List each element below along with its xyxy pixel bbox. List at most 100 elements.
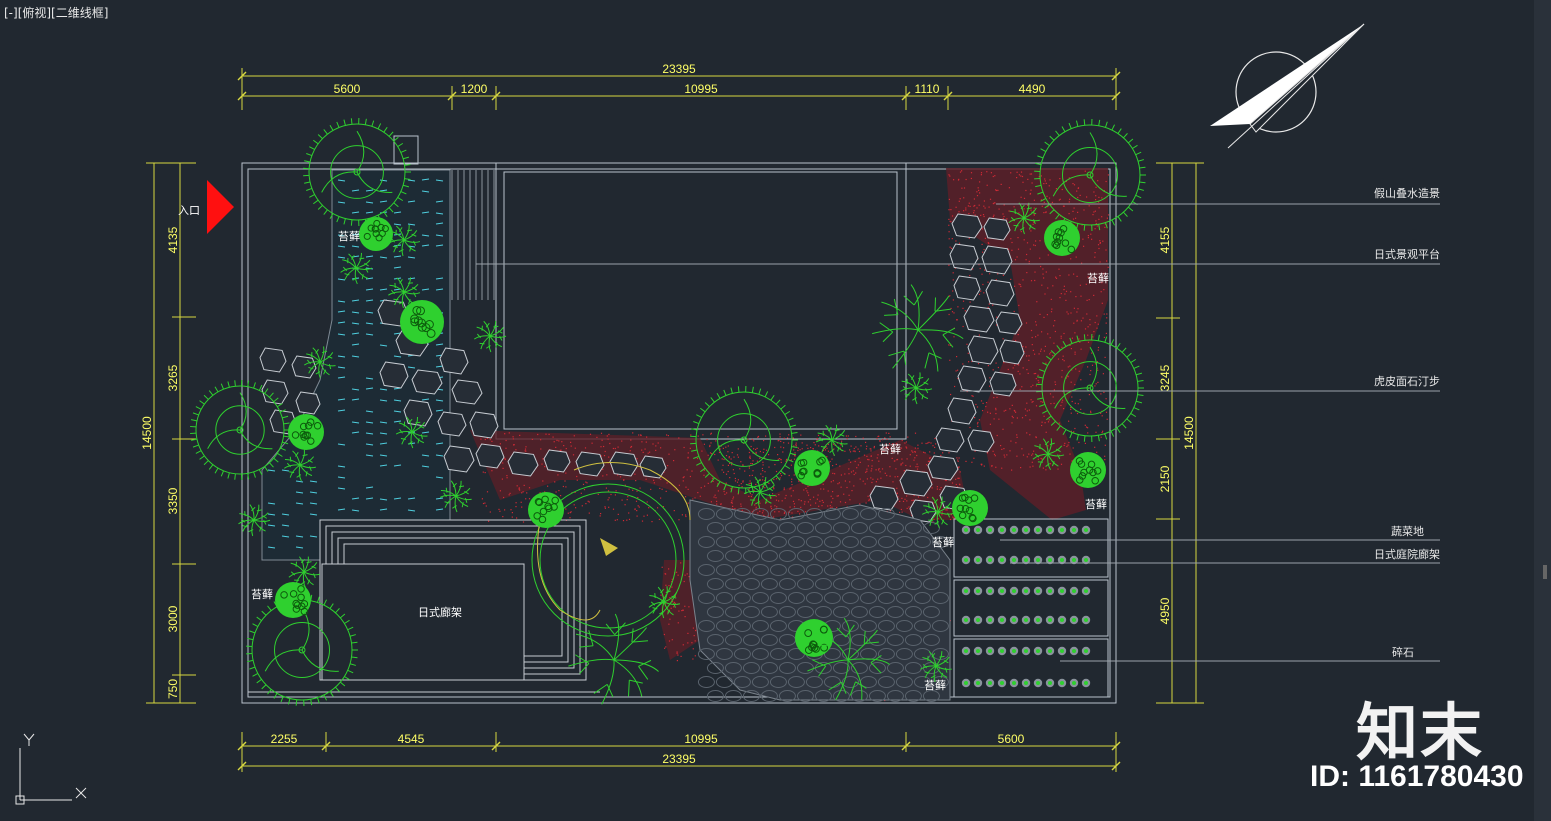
stepping-stone: [639, 455, 667, 479]
stepping-stone: [439, 347, 469, 375]
stepping-stone: [967, 429, 995, 453]
vegetable-plant: [997, 646, 1007, 656]
spiky-tree: [1036, 334, 1144, 442]
vegetable-plant: [997, 615, 1007, 625]
round-terrace: [531, 462, 691, 637]
vegetable-plant: [1033, 615, 1043, 625]
vegetable-plant: [1081, 525, 1091, 535]
stepping-stone: [927, 455, 959, 481]
vegetable-plant: [1069, 646, 1079, 656]
dim-right-segment: 4950: [1158, 597, 1172, 624]
vegetable-plant: [1009, 678, 1019, 688]
moss-label: 苔藓: [924, 678, 946, 692]
palm-plant: [1032, 438, 1065, 471]
vegetable-plant: [973, 615, 983, 625]
vegetable-plant: [1021, 525, 1031, 535]
stepping-stone: [379, 361, 409, 389]
vegetable-plant: [961, 615, 971, 625]
vegetable-plant: [961, 525, 971, 535]
vegetable-plant: [985, 615, 995, 625]
trees: [190, 118, 1146, 706]
dim-left-total: 14500: [140, 416, 154, 450]
vegetable-plant: [1009, 586, 1019, 596]
dim-right-segment: 2150: [1158, 465, 1172, 492]
vegetable-plant: [973, 678, 983, 688]
north-arrow-icon: [1210, 23, 1365, 149]
stepping-stone: [869, 485, 899, 511]
round-shrub: [400, 300, 444, 344]
dim-left-segment: 3265: [166, 364, 180, 391]
vegetable-plant: [1009, 646, 1019, 656]
vegetable-plant: [1081, 555, 1091, 565]
stepping-stone: [543, 449, 571, 473]
vegetable-plant: [1069, 586, 1079, 596]
callout-label: 日式景观平台: [1374, 247, 1440, 261]
vegetable-plant: [985, 586, 995, 596]
vegetable-plant: [1009, 555, 1019, 565]
stepping-stone: [899, 469, 933, 497]
vegetable-plant: [1069, 678, 1079, 688]
palm-plant: [284, 449, 316, 482]
ucs-axis-icon: [15, 733, 87, 805]
vegetable-plant: [973, 555, 983, 565]
stepping-stone: [951, 213, 983, 239]
vegetable-plant: [997, 525, 1007, 535]
branch-tree: [568, 613, 659, 705]
stepping-stone: [909, 499, 937, 523]
cobble-yard: [689, 499, 951, 702]
stepping-stone: [947, 397, 977, 425]
stepping-stone: [475, 443, 505, 469]
round-shrub: [275, 582, 311, 618]
vegetable-plant: [1069, 615, 1079, 625]
callout-label: 蔬菜地: [1391, 525, 1424, 538]
palm-plant: [439, 480, 472, 513]
stepping-stone: [981, 245, 1013, 275]
vegetable-plant: [961, 586, 971, 596]
vegetable-plant: [973, 525, 983, 535]
vegetable-plant: [1045, 555, 1055, 565]
veg-plants: [961, 525, 1091, 688]
vegetable-plant: [985, 646, 995, 656]
dimension-ticks: [237, 71, 1121, 771]
palm-plant: [743, 476, 776, 509]
vegetable-plant: [1009, 525, 1019, 535]
palm-plant: [815, 424, 848, 457]
moss-label: 苔藓: [932, 535, 954, 549]
moss-label: 苔藓: [879, 442, 901, 456]
round-shrub: [288, 414, 324, 450]
scrollbar-marker[interactable]: [1543, 565, 1547, 579]
stepping-stone: [949, 243, 979, 271]
stepping-stone: [957, 365, 987, 393]
dim-top-segment: 5600: [334, 82, 361, 96]
vegetable-plant: [973, 646, 983, 656]
stepping-stone: [995, 311, 1023, 335]
vegetable-plant: [1045, 586, 1055, 596]
vegetable-plant: [1009, 615, 1019, 625]
palm-plant: [388, 277, 421, 309]
vegetable-plant: [985, 555, 995, 565]
vertical-scrollbar[interactable]: [1534, 0, 1551, 821]
viewport-label[interactable]: [-][俯视][二维线框]: [4, 6, 109, 20]
watermark-logo: 知末: [1356, 696, 1485, 769]
callout-label: 碎石: [1392, 645, 1414, 659]
dim-bottom-total: 23395: [662, 752, 696, 766]
vegetable-plant: [1045, 646, 1055, 656]
stepping-stone: [935, 427, 965, 453]
callout-leaders: [476, 203, 1440, 662]
dim-bottom-segment: 10995: [684, 732, 718, 746]
spiky-tree: [1034, 119, 1146, 231]
watermark-id: ID: 1161780430: [1310, 760, 1524, 793]
stepping-stone: [291, 355, 317, 379]
palm-plant: [920, 651, 952, 683]
stepping-stone: [507, 451, 539, 477]
vegetable-plant: [997, 678, 1007, 688]
vegetable-plant: [961, 678, 971, 688]
vegetable-plant: [1057, 586, 1067, 596]
vegetable-plant: [1045, 615, 1055, 625]
vegetable-plant: [1081, 615, 1091, 625]
vegetable-plant: [961, 555, 971, 565]
stepping-stone: [609, 451, 639, 477]
stepping-stone: [953, 275, 981, 301]
palm-plant: [304, 346, 336, 379]
moss-label: 苔藓: [1085, 497, 1107, 511]
